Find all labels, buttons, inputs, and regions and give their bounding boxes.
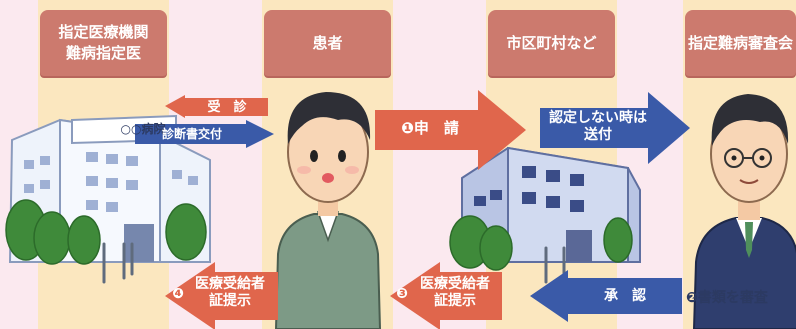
column-header-patient: 患者 [264, 10, 391, 76]
label-apply: ❶申 請 [401, 119, 459, 137]
label-send: 認定しない時は 送付 [549, 110, 647, 143]
arrow-send [540, 92, 690, 164]
label-consult: 受 診 [207, 100, 247, 115]
step-4-marker: ❹ [172, 286, 184, 302]
label-certificate: 診断書交付 [161, 127, 222, 141]
review-caption: ❷書類を審査 [686, 290, 768, 306]
arrow-present-4 [165, 262, 278, 329]
arrow-certificate [135, 120, 274, 148]
arrow-present-3 [390, 262, 502, 329]
column-header-hospital: 指定医療機関 難病指定医 [40, 10, 167, 76]
column-header-review: 指定難病審査会 [685, 10, 796, 76]
label-present-3: 医療受給者 証提示 [420, 276, 490, 309]
label-present-4: 医療受給者 証提示 [195, 276, 265, 309]
hospital-illustration [5, 114, 211, 284]
column-header-city: 市区町村など [488, 10, 615, 76]
arrow-consult [165, 95, 268, 118]
label-approve: 承 認 [604, 288, 646, 304]
patient-illustration [274, 92, 382, 329]
reviewer-illustration [692, 94, 796, 329]
hospital-sign: ○○病院 [120, 122, 166, 136]
city-office-illustration [449, 146, 641, 284]
arrow-apply [375, 90, 526, 170]
arrow-approve [530, 270, 682, 322]
step-3-marker: ❸ [396, 286, 408, 302]
